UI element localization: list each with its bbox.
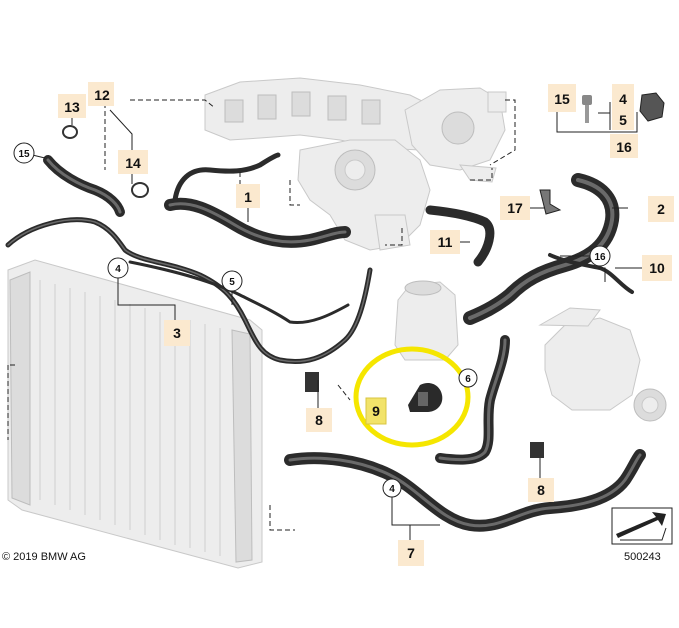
callout-c16a: 16: [616, 139, 632, 155]
callout-c3: 3: [173, 325, 181, 341]
callout-c6: 6: [465, 374, 471, 385]
callout-c4a: 4: [619, 91, 627, 107]
callout-labels: 15 13 12 14 1 15 4 5 16 2 17 11 16 10 4 …: [13, 87, 665, 561]
callout-c1: 1: [244, 189, 252, 205]
engine-block-ghost: [204, 77, 446, 151]
callout-c8a: 8: [315, 412, 323, 428]
hoses: [5, 152, 646, 532]
callout-c15b: 15: [554, 91, 570, 107]
copyright-text: © 2019 BMW AG: [2, 551, 86, 563]
callout-c14: 14: [125, 155, 141, 171]
callout-c13: 13: [64, 99, 80, 115]
callout-c4b: 4: [115, 264, 121, 275]
callout-tags: [58, 82, 674, 566]
callout-c7: 7: [407, 545, 415, 561]
callout-c10: 10: [649, 260, 665, 276]
highlight-ellipse: [353, 346, 471, 448]
callout-c15a: 15: [18, 149, 30, 160]
callout-c8b: 8: [537, 482, 545, 498]
callout-c17: 17: [507, 200, 523, 216]
callout-c5a: 5: [619, 112, 627, 128]
direction-arrow-icon: [611, 507, 673, 545]
large-tank-ghost: [538, 307, 667, 422]
callout-c4c: 4: [389, 484, 395, 495]
thermostat-housing-ghost: [297, 139, 431, 251]
callout-c2: 2: [657, 201, 665, 217]
callout-c16b: 16: [594, 252, 606, 263]
image-number: 500243: [624, 551, 661, 563]
radiator-ghost: [7, 259, 263, 569]
small-parts: [62, 92, 665, 458]
callout-c11: 11: [438, 234, 453, 250]
pump-ghost: [404, 87, 507, 183]
callout-c9: 9: [372, 403, 380, 419]
callout-c12: 12: [94, 87, 110, 103]
callout-c5b: 5: [229, 277, 235, 288]
